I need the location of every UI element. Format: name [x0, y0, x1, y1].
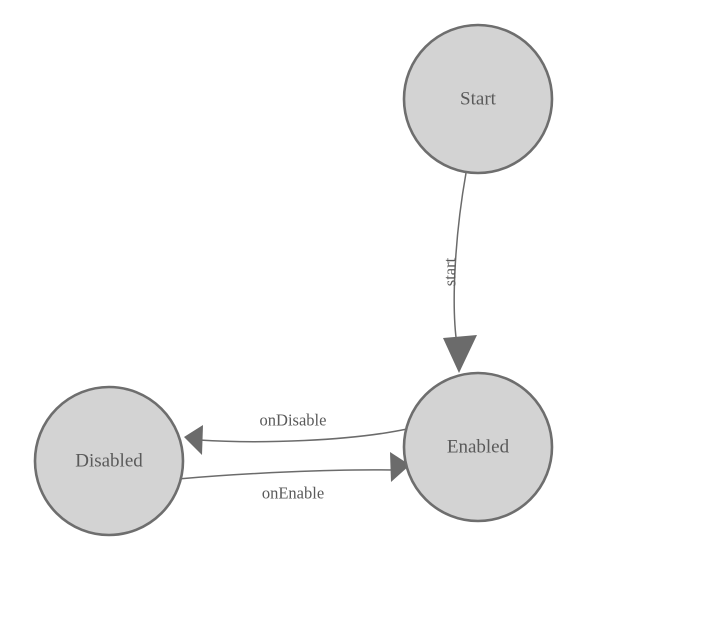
- node-disabled-label: Disabled: [75, 451, 143, 472]
- edge-start-to-enabled[interactable]: start: [441, 172, 478, 373]
- edge-start-to-enabled-path: [453, 172, 467, 346]
- edge-disabled-to-enabled-arrowhead: [390, 452, 410, 482]
- node-start-label: Start: [460, 89, 497, 110]
- node-disabled[interactable]: Disabled: [33, 385, 185, 537]
- edge-disabled-to-enabled[interactable]: onEnable: [177, 452, 410, 503]
- edge-start-to-enabled-arrowhead: [443, 335, 477, 373]
- edge-enabled-to-disabled-label: onDisable: [260, 411, 327, 430]
- edge-disabled-to-enabled-path: [177, 469, 395, 480]
- node-start-circle: [402, 23, 554, 175]
- edge-enabled-to-disabled-arrowhead: [184, 425, 203, 455]
- edge-enabled-to-disabled-path: [198, 428, 408, 443]
- node-disabled-circle: [33, 385, 185, 537]
- node-enabled-circle: [402, 371, 554, 523]
- node-enabled-label: Enabled: [447, 437, 510, 458]
- edge-start-to-enabled-label: start: [441, 257, 460, 286]
- edge-disabled-to-enabled-label: onEnable: [262, 484, 324, 503]
- node-enabled[interactable]: Enabled: [402, 371, 554, 523]
- edge-enabled-to-disabled[interactable]: onDisable: [184, 411, 408, 456]
- node-start[interactable]: Start: [402, 23, 554, 175]
